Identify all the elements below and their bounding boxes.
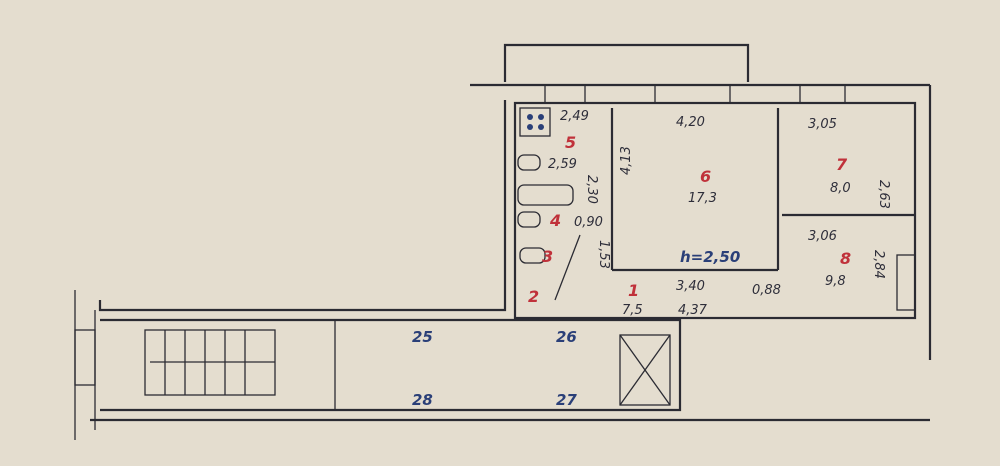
dimension-label: 4,37 <box>678 303 708 318</box>
dimension-label: 3,05 <box>808 117 837 132</box>
axis-label-25: 25 <box>412 328 433 346</box>
room-number-1: 1 <box>628 281 639 300</box>
room-area-6: 17,3 <box>688 191 717 206</box>
staircase-icon <box>144 329 276 396</box>
room-number-4: 4 <box>549 211 561 230</box>
dimension-label: 0,88 <box>752 283 781 298</box>
dimension-label: 0,90 <box>574 215 603 230</box>
room-number-5: 5 <box>565 133 576 152</box>
axis-label-28: 28 <box>412 391 433 409</box>
room-area-8: 9,8 <box>825 274 846 289</box>
dimension-label: 4,20 <box>676 115 705 130</box>
room-number-6: 6 <box>700 167 711 186</box>
dimension-label: 2,63 <box>876 180 891 209</box>
stove-icon <box>519 107 551 137</box>
elevator-shaft-icon <box>619 334 671 406</box>
room-area-7: 8,0 <box>830 181 851 196</box>
dimension-label: 3,40 <box>676 279 705 294</box>
ceiling-height: h=2,50 <box>680 248 740 266</box>
dimension-label: 3,06 <box>808 229 837 244</box>
room-area-5: 2,59 <box>548 157 577 172</box>
windows <box>74 84 916 386</box>
room-number-7: 7 <box>836 155 848 174</box>
axis-label-26: 26 <box>556 328 577 346</box>
dimension-label: 1,53 <box>596 240 611 269</box>
room-area-1: 7,5 <box>622 303 643 318</box>
dimension-label: 4,13 <box>619 146 634 175</box>
dimension-label: 2,49 <box>560 109 589 124</box>
walls <box>74 43 932 440</box>
dimension-label: 2,84 <box>871 250 886 279</box>
axis-label-27: 27 <box>556 391 577 409</box>
room-number-8: 8 <box>840 249 851 268</box>
bathroom-fixtures-icon <box>517 154 581 301</box>
room-number-3: 3 <box>542 247 553 266</box>
dimension-label: 2,30 <box>584 175 599 204</box>
room-number-2: 2 <box>528 287 539 306</box>
